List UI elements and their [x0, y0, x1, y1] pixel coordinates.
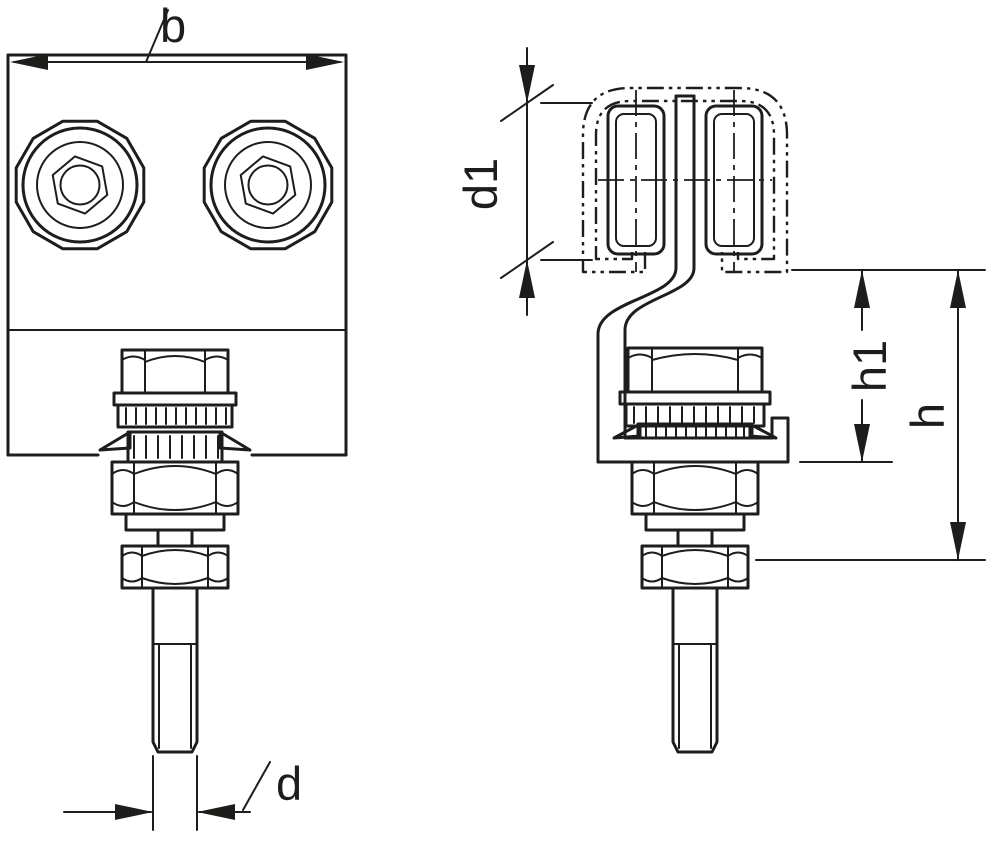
dimension-h1: h1 — [791, 269, 986, 463]
dimension-h: h — [755, 269, 986, 561]
dimension-b: b — [10, 0, 344, 70]
dimension-d1: d1 — [454, 47, 593, 316]
roller-front-left — [14, 119, 146, 251]
side-view — [581, 86, 790, 754]
bolt-assembly-side — [612, 346, 778, 754]
roller-front-right — [202, 119, 334, 251]
mounting-plate — [6, 53, 348, 457]
dim-label-d1: d1 — [454, 158, 507, 210]
roller-side-right — [704, 104, 764, 256]
dim-label-b: b — [160, 0, 186, 52]
dim-label-d: d — [276, 757, 302, 810]
dim-label-h1: h1 — [843, 340, 896, 392]
dim-label-h: h — [901, 403, 954, 429]
track-profile — [581, 86, 789, 274]
dimension-d: d — [63, 755, 302, 831]
bolt-assembly-front — [98, 348, 252, 754]
roller-side-left — [606, 104, 666, 256]
front-view — [6, 53, 348, 754]
